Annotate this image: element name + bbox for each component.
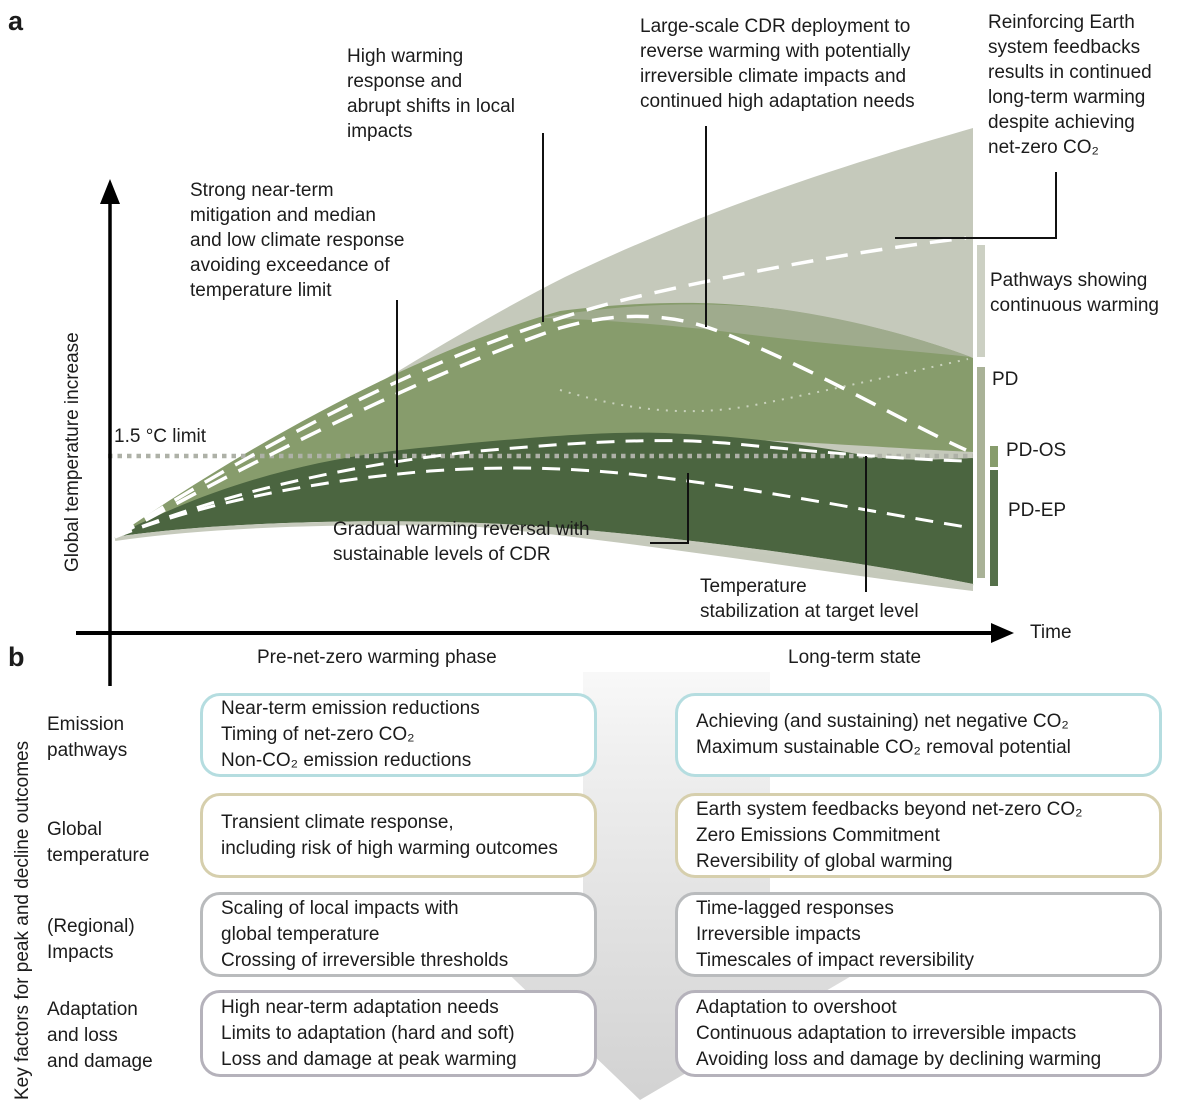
box-adaptation-right: Adaptation to overshoot Continuous adapt… <box>675 990 1162 1077</box>
annotation-high-warming: High warming response and abrupt shifts … <box>347 46 515 142</box>
legend-pd-ep-label: PD-EP <box>1008 500 1067 521</box>
legend-pd-os-label: PD-OS <box>1006 440 1067 461</box>
box-emission-right-text: Achieving (and sustaining) net negative … <box>696 711 1071 758</box>
box-impacts-right: Time-lagged responses Irreversible impac… <box>675 892 1162 977</box>
legend-continuous-warming-label: Pathways showing continuous warming <box>990 270 1159 316</box>
bar-pd-os <box>990 446 998 467</box>
box-temperature-left: Transient climate response, including ri… <box>200 793 597 878</box>
box-impacts-left: Scaling of local impacts with global tem… <box>200 892 597 977</box>
box-emission-left: Near-term emission reductions Timing of … <box>200 693 597 777</box>
row-label-adaptation-loss-damage: Adaptation and loss and damage <box>47 999 153 1072</box>
box-impacts-left-text: Scaling of local impacts with global tem… <box>221 897 509 971</box>
x-axis-label: Time <box>1030 622 1072 643</box>
band-overlap-wedge <box>542 304 971 357</box>
box-adaptation-right-text: Adaptation to overshoot Continuous adapt… <box>696 996 1102 1070</box>
box-temperature-right-text: Earth system feedbacks beyond net-zero C… <box>696 798 1083 872</box>
callout-feedbacks-elbow <box>895 172 1057 239</box>
bar-pd <box>977 367 985 578</box>
box-emission-right: Achieving (and sustaining) net negative … <box>675 693 1162 777</box>
box-temperature-left-text: Transient climate response, including ri… <box>221 811 558 859</box>
x-axis-arrowhead <box>991 623 1014 643</box>
panel-b-label: b <box>8 642 25 672</box>
x-phase-right-label: Long-term state <box>788 647 922 668</box>
annotation-strong-mitigation: Strong near-term mitigation and median a… <box>190 180 405 301</box>
faint-divergence-line <box>559 358 969 413</box>
legend-pd-label: PD <box>992 369 1019 390</box>
limit-label: 1.5 °C limit <box>114 426 207 447</box>
y-axis-label: Global temperature increase <box>62 332 83 572</box>
panel-b-side-label: Key factors for peak and decline outcome… <box>12 740 33 1100</box>
annotation-cdr-deployment: Large-scale CDR deployment to reverse wa… <box>640 16 915 112</box>
box-temperature-right: Earth system feedbacks beyond net-zero C… <box>675 793 1162 878</box>
row-label-emission-pathways: Emission pathways <box>47 714 128 761</box>
box-adaptation-left-text: High near-term adaptation needs Limits t… <box>221 996 517 1070</box>
pd-median <box>114 314 967 539</box>
annotation-reinforcing-feedbacks: Reinforcing Earth system feedbacks resul… <box>988 12 1152 158</box>
callout-gradual-reversal-elbow <box>650 473 689 544</box>
y-axis-arrowhead <box>100 179 120 204</box>
x-phase-left-label: Pre-net-zero warming phase <box>257 647 497 668</box>
annotation-temp-stabilization: Temperature stabilization at target leve… <box>700 576 919 622</box>
row-label-global-temperature: Global temperature <box>47 819 150 866</box>
box-impacts-right-text: Time-lagged responses Irreversible impac… <box>696 897 975 971</box>
row-label-regional-impacts: (Regional) Impacts <box>47 916 135 963</box>
bar-pd-ep <box>990 470 998 586</box>
annotation-gradual-reversal: Gradual warming reversal with sustainabl… <box>333 519 590 565</box>
pd-band <box>115 302 973 537</box>
box-adaptation-left: High near-term adaptation needs Limits t… <box>200 990 597 1077</box>
panel-a-label: a <box>8 6 24 36</box>
box-emission-left-text: Near-term emission reductions Timing of … <box>221 698 480 771</box>
bar-continuous-warming <box>977 245 985 357</box>
